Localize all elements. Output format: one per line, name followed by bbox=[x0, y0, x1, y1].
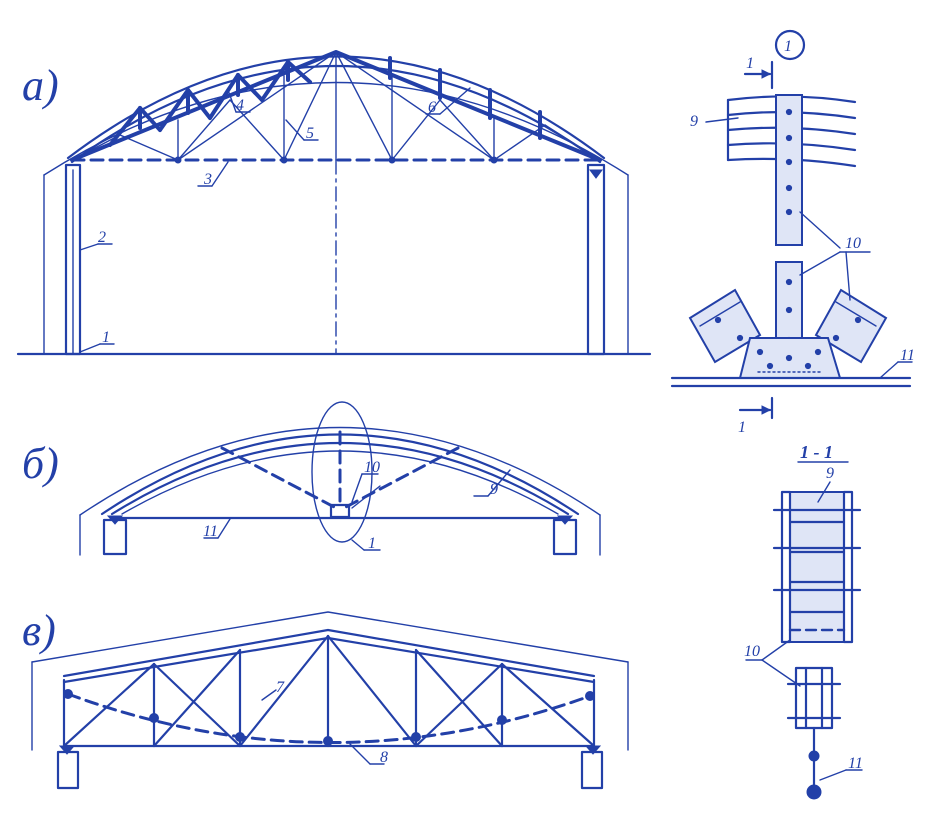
timber-layers bbox=[788, 520, 846, 614]
diagram-v: в) bbox=[22, 606, 629, 790]
part-label-a: а) bbox=[22, 61, 59, 110]
cut-label-bottom: 1 bbox=[738, 419, 746, 436]
diagram-a: а) bbox=[16, 50, 652, 356]
label-10-section: 10 bbox=[744, 643, 760, 660]
bearing-right-v bbox=[584, 745, 602, 755]
support-right-a bbox=[589, 169, 603, 179]
section-bolts bbox=[772, 508, 862, 592]
label-10-b: 10 bbox=[364, 459, 380, 476]
label-1-b: 1 bbox=[368, 535, 376, 552]
label-11-section: 11 bbox=[848, 755, 863, 772]
side-plate-right bbox=[842, 490, 854, 644]
column-right-a bbox=[586, 163, 606, 356]
label-1-a: 1 bbox=[102, 329, 110, 346]
side-plate-left bbox=[780, 490, 792, 644]
section-title: 1 - 1 bbox=[800, 442, 833, 462]
rod-nut bbox=[808, 750, 820, 762]
secondary-web-a bbox=[71, 51, 601, 161]
label-5-a: 5 bbox=[306, 125, 314, 142]
cut-arrowhead-top bbox=[761, 69, 772, 79]
label-6-a: 6 bbox=[428, 99, 436, 116]
tie-nodes-a bbox=[174, 156, 498, 164]
top-chord-v bbox=[62, 628, 596, 678]
support-right-v bbox=[580, 750, 604, 790]
tie-rod-end bbox=[806, 784, 822, 800]
label-9-b: 9 bbox=[490, 481, 498, 498]
cut-arrowhead-bottom bbox=[761, 405, 772, 415]
tie-nodes-v bbox=[63, 689, 595, 746]
truss-panels-right-a bbox=[388, 56, 542, 140]
strut-right bbox=[814, 288, 888, 364]
label-11-node: 11 bbox=[900, 347, 915, 364]
label-2-a: 2 bbox=[98, 229, 106, 246]
gusset-bolts bbox=[756, 348, 822, 370]
truss-web-v bbox=[62, 634, 596, 748]
cut-label-top: 1 bbox=[746, 55, 754, 72]
hangers-b bbox=[220, 430, 460, 510]
support-left-b bbox=[102, 518, 128, 556]
label-7-v: 7 bbox=[276, 679, 285, 696]
timber-pack bbox=[789, 491, 845, 643]
roof-outline-b bbox=[79, 426, 601, 516]
label-4-a: 4 bbox=[236, 97, 244, 114]
label-9-node: 9 bbox=[690, 113, 698, 130]
label-8-v: 8 bbox=[380, 749, 388, 766]
leaders-v bbox=[261, 689, 385, 765]
section-1-1: 1 - 1 bbox=[744, 442, 863, 800]
part-label-v: в) bbox=[22, 606, 56, 655]
support-right-b bbox=[552, 518, 578, 556]
support-left-v bbox=[56, 750, 80, 790]
strut-left bbox=[688, 288, 762, 364]
label-11-b: 11 bbox=[203, 523, 218, 540]
leaders-b bbox=[203, 469, 511, 551]
leaders-section bbox=[745, 481, 863, 781]
node-ellipse-b bbox=[311, 401, 373, 543]
node-marker-text: 1 bbox=[784, 38, 792, 55]
hanger-upper bbox=[775, 94, 803, 246]
roof-outline-v bbox=[31, 611, 629, 663]
hanger-node-b bbox=[329, 503, 351, 519]
node-detail: 1 1 1 bbox=[670, 29, 915, 436]
label-3-a: 3 bbox=[203, 171, 212, 188]
node-marker-circle bbox=[774, 29, 806, 61]
leaders-node bbox=[705, 117, 913, 379]
leaders-a bbox=[79, 87, 471, 353]
label-10-node: 10 bbox=[845, 235, 861, 252]
bearing-left-v bbox=[58, 745, 76, 755]
label-9-section: 9 bbox=[826, 465, 834, 482]
part-label-b: б) bbox=[22, 439, 59, 488]
truss-web-left-a bbox=[108, 60, 312, 147]
diagram-b: б) 10 9 11 bbox=[22, 401, 601, 556]
